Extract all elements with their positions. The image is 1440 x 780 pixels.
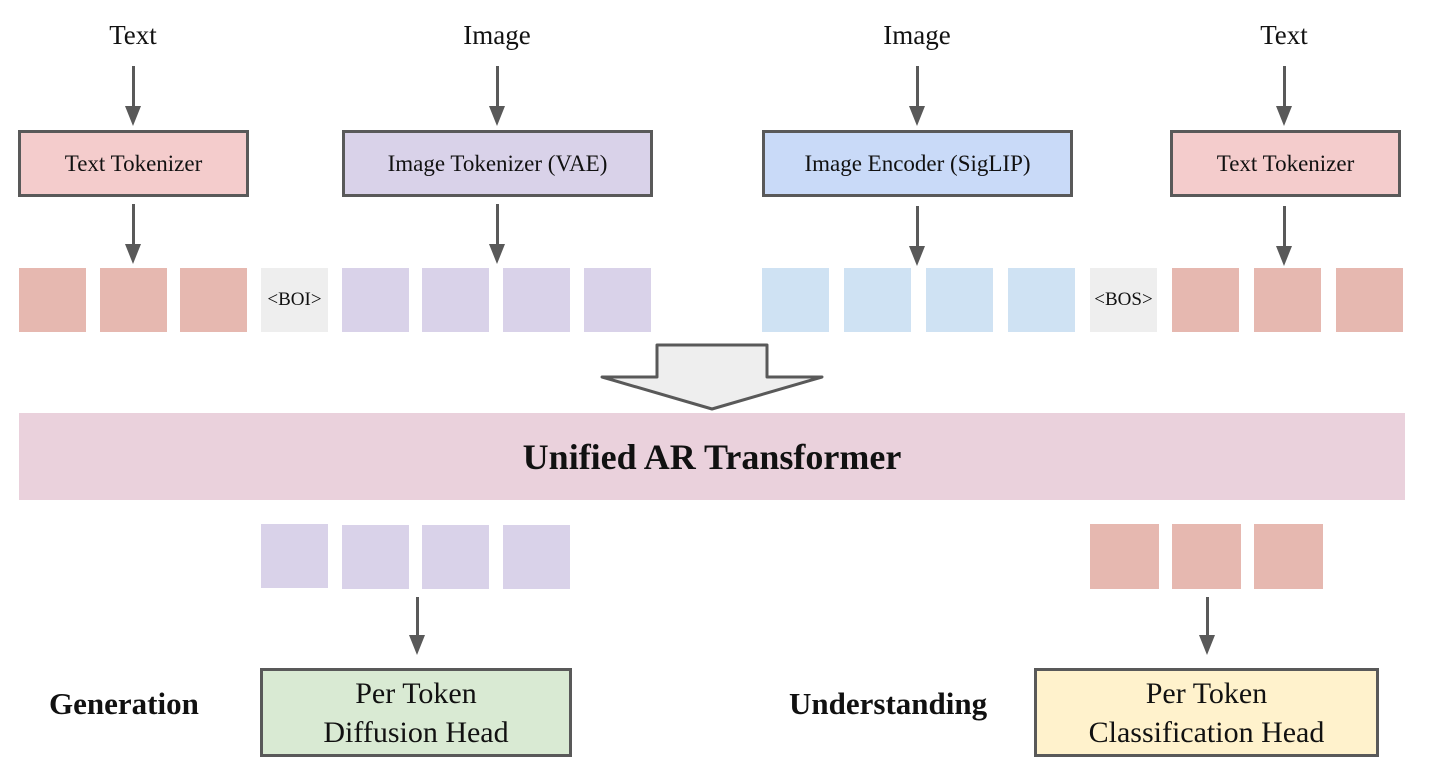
input-label-text-2: Text: [1260, 20, 1308, 50]
boi-token: <BOI>: [261, 268, 328, 332]
vae-token: [503, 268, 570, 332]
input-label-text-1: Text: [109, 20, 157, 50]
text-tokenizer-box-1: Text Tokenizer: [18, 130, 249, 197]
classification-head-line1: Per Token: [1145, 676, 1268, 710]
generation-label: Generation: [49, 686, 199, 721]
output-text-token: [1090, 524, 1159, 589]
output-vae-token: [503, 525, 570, 589]
text-tokenizer-box-2: Text Tokenizer: [1170, 130, 1401, 197]
image-tokenizer-vae-box: Image Tokenizer (VAE): [342, 130, 653, 197]
output-vae-token: [422, 525, 489, 589]
output-text-token: [1254, 524, 1323, 589]
text-token: [1336, 268, 1403, 332]
output-text-token: [1172, 524, 1241, 589]
understanding-label: Understanding: [789, 686, 988, 721]
unified-ar-transformer: Unified AR Transformer: [19, 413, 1405, 500]
siglip-token: [762, 268, 829, 332]
diffusion-head-line1: Per Token: [355, 676, 477, 710]
vae-token: [584, 268, 651, 332]
input-label-image-2: Image: [883, 20, 951, 50]
text-token: [180, 268, 247, 332]
block-arrow-down-icon: [600, 343, 824, 411]
classification-head-line2: Classification Head: [1088, 715, 1325, 749]
diffusion-head-line2: Diffusion Head: [323, 715, 509, 749]
diffusion-head-box: Per Token Diffusion Head: [260, 668, 572, 757]
bos-token: <BOS>: [1090, 268, 1157, 332]
input-label-image-1: Image: [463, 20, 531, 50]
transformer-label: Unified AR Transformer: [522, 436, 902, 477]
siglip-token: [844, 268, 911, 332]
text-token: [1254, 268, 1321, 332]
classification-head-box: Per Token Classification Head: [1034, 668, 1379, 757]
vae-token: [422, 268, 489, 332]
text-token: [100, 268, 167, 332]
image-encoder-siglip-box: Image Encoder (SigLIP): [762, 130, 1073, 197]
siglip-token: [926, 268, 993, 332]
text-token: [19, 268, 86, 332]
siglip-token: [1008, 268, 1075, 332]
output-vae-token: [261, 524, 328, 588]
vae-token: [342, 268, 409, 332]
output-vae-token: [342, 525, 409, 589]
text-token: [1172, 268, 1239, 332]
